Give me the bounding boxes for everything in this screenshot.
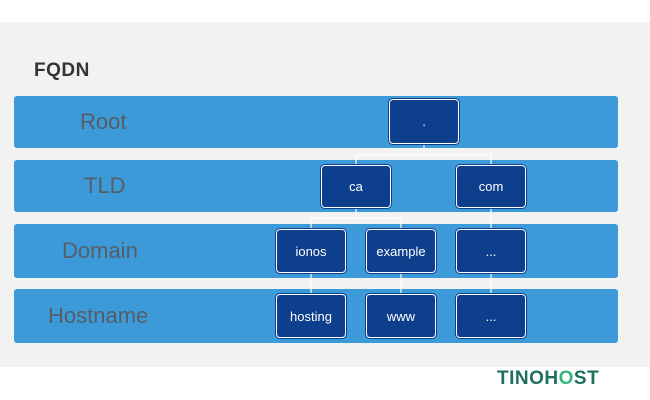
node-domain-more: ... (456, 229, 526, 273)
level-label-root: Root (80, 109, 127, 134)
tinohost-logo: TINOHOST (497, 368, 599, 390)
logo-text-o: O (558, 368, 574, 389)
node-host-more: ... (456, 294, 526, 338)
logo-text-h: H (544, 368, 559, 389)
level-label-hostname: Hostname (48, 303, 149, 328)
logo-text-st: ST (573, 368, 600, 389)
node-tld-com: com (456, 165, 526, 208)
node-tld-ca: ca (321, 165, 391, 208)
node-root: . (389, 99, 459, 144)
diagram-title: FQDN (34, 60, 90, 81)
node-host-hosting: hosting (276, 294, 346, 338)
node-domain-ionos: ionos (276, 229, 346, 273)
level-label-tld: TLD (84, 173, 126, 198)
node-domain-example: example (366, 229, 436, 273)
logo-text-tino: TINO (497, 368, 545, 389)
node-host-www: www (366, 294, 436, 338)
band-root (14, 96, 618, 148)
level-label-domain: Domain (62, 238, 138, 263)
